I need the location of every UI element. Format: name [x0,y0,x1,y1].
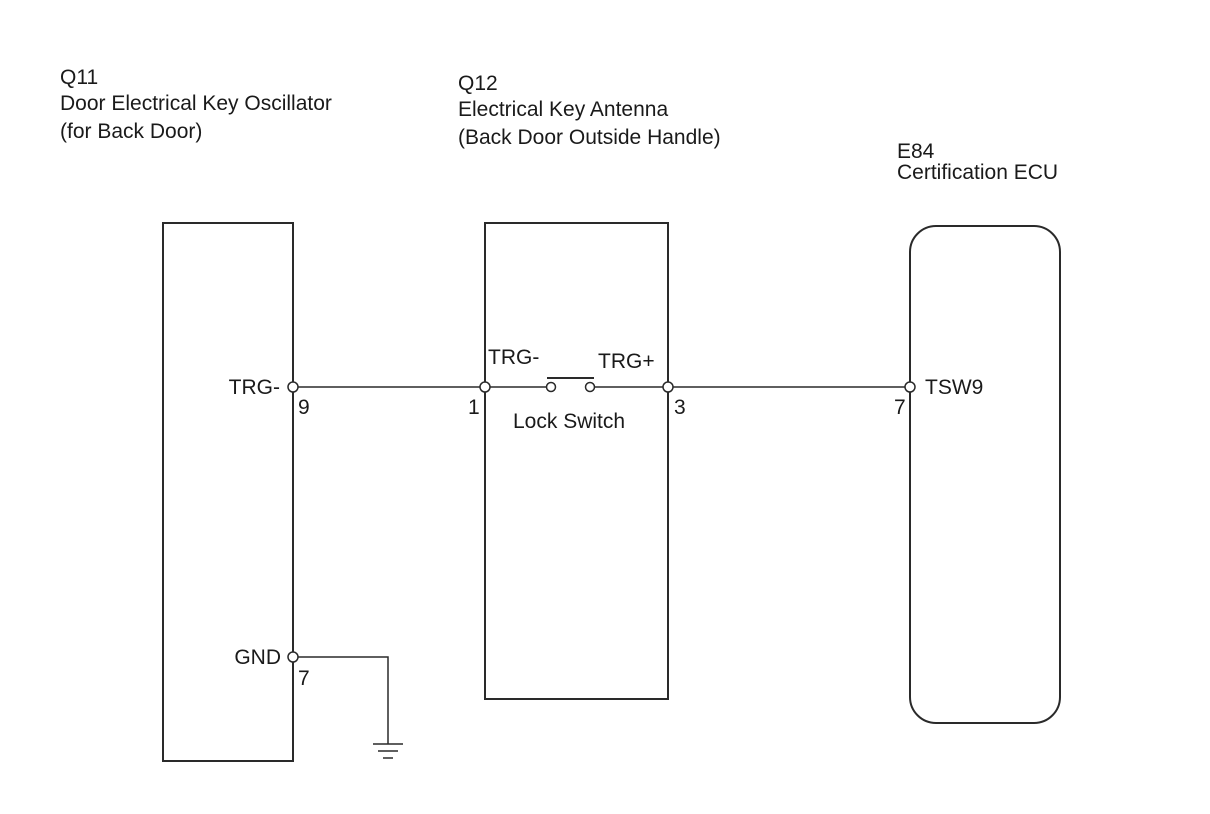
q12-pin-1-number: 1 [468,396,480,419]
q12-pin-3 [662,381,674,393]
e84-pin-7-number: 7 [894,396,906,419]
q11-pin-7 [287,651,299,663]
e84-box [909,225,1061,724]
lock-switch-terminal-left [545,381,557,393]
q11-name: Door Electrical Key Oscillator [60,92,332,115]
q11-subname: (for Back Door) [60,120,202,143]
lock-switch-label: Lock Switch [513,410,625,433]
q11-box [162,222,294,762]
e84-name: Certification ECU [897,161,1058,184]
e84-pin-7-label: TSW9 [925,376,983,399]
q11-pin-7-label: GND [234,646,281,669]
e84-pin-7 [904,381,916,393]
q12-pin-3-label: TRG+ [598,350,655,373]
q11-pin-7-number: 7 [298,667,310,690]
wire-ground [293,656,389,744]
q12-pin-1 [479,381,491,393]
lock-switch-terminal-right [584,381,596,393]
q12-box [484,222,669,700]
q12-pin-3-number: 3 [674,396,686,419]
q12-subname: (Back Door Outside Handle) [458,126,721,149]
e84-code: E84 [897,140,935,163]
q12-pin-1-label: TRG- [488,346,539,369]
q12-name: Electrical Key Antenna [458,98,668,121]
q11-pin-9 [287,381,299,393]
q12-code: Q12 [458,72,498,95]
q11-pin-9-number: 9 [298,396,310,419]
q11-pin-9-label: TRG- [229,376,280,399]
ground-symbol [373,743,403,759]
q11-code: Q11 [60,66,98,89]
